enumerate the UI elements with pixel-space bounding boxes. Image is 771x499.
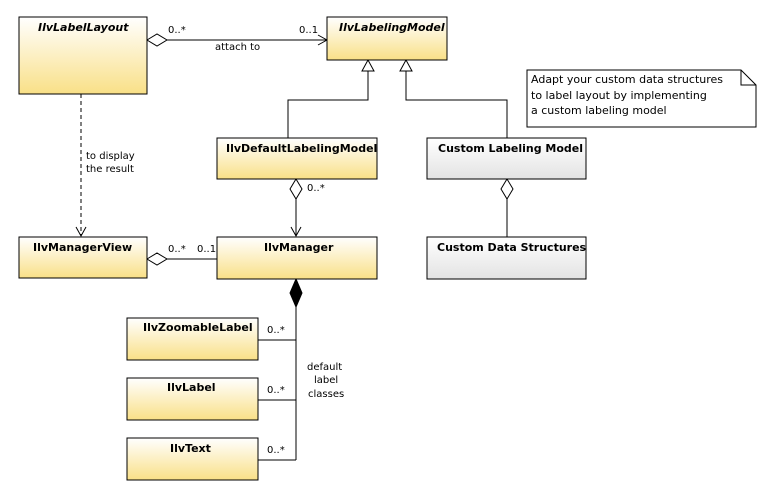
class-name: Custom Data Structures — [437, 241, 587, 254]
edge-layout-attach-model — [146, 33, 329, 47]
composition-diamond-icon — [289, 277, 303, 309]
multiplicity-layout-src: 0..* — [168, 25, 186, 36]
multiplicity-view-dst: 0..1 — [197, 244, 216, 255]
edge-default-model-generalization — [287, 58, 375, 138]
edge-label-classes: classes — [308, 389, 344, 400]
aggregation-diamond-icon — [146, 33, 168, 47]
edge-label-to-display: to display — [86, 151, 135, 162]
multiplicity-view-src: 0..* — [168, 244, 186, 255]
class-ilv-labeling-model[interactable]: IlvLabelingModel — [326, 16, 448, 61]
class-ilv-zoomable-label[interactable]: IlvZoomableLabel — [126, 317, 259, 361]
note: Adapt your custom data structures to lab… — [526, 69, 757, 128]
arrowhead-icon — [75, 226, 87, 238]
edge-layout-display-view — [75, 94, 87, 238]
multiplicity-label: 0..* — [267, 385, 285, 396]
class-name: IlvDefaultLabelingModel — [226, 142, 377, 155]
edge-manager-label-classes — [258, 277, 303, 461]
edge-default-model-manager — [289, 178, 303, 238]
class-ilv-label-layout[interactable]: IlvLabelLayout — [18, 16, 148, 95]
multiplicity-default-manager: 0..* — [307, 183, 325, 194]
class-name: IlvZoomableLabel — [143, 321, 253, 334]
note-fold-icon — [740, 70, 756, 86]
class-name: IlvText — [170, 442, 211, 455]
note-line-2: to label layout by implementing — [531, 89, 707, 102]
edge-label-the-result: the result — [86, 164, 134, 175]
aggregation-diamond-icon — [500, 178, 514, 200]
note-line-1: Adapt your custom data structures — [531, 73, 723, 86]
aggregation-diamond-icon — [289, 178, 303, 200]
arrowhead-icon — [290, 226, 302, 238]
class-name: IlvLabelLayout — [38, 21, 129, 34]
class-ilv-manager-view[interactable]: IlvManagerView — [18, 236, 148, 279]
class-ilv-label[interactable]: IlvLabel — [126, 377, 259, 421]
class-ilv-manager[interactable]: IlvManager — [216, 236, 378, 280]
edge-label-label: label — [314, 375, 338, 386]
edge-custom-model-data — [500, 178, 514, 237]
edge-custom-model-generalization — [399, 58, 508, 138]
multiplicity-text: 0..* — [267, 445, 285, 456]
class-ilv-default-labeling-model[interactable]: IlvDefaultLabelingModel — [216, 137, 378, 180]
class-name: IlvLabelingModel — [339, 21, 445, 34]
aggregation-diamond-icon — [146, 252, 168, 266]
multiplicity-zoomable: 0..* — [267, 325, 285, 336]
class-name: IlvManager — [264, 241, 334, 254]
class-custom-data-structures[interactable]: Custom Data Structures — [426, 236, 587, 280]
inheritance-triangle-icon — [361, 58, 375, 72]
edge-label-default: default — [307, 362, 342, 373]
edge-label-attach-to: attach to — [215, 42, 260, 53]
class-name: IlvLabel — [167, 381, 216, 394]
edge-view-manager — [146, 252, 217, 266]
class-name: IlvManagerView — [33, 241, 132, 254]
multiplicity-layout-dst: 0..1 — [299, 25, 318, 36]
class-custom-labeling-model[interactable]: Custom Labeling Model — [426, 137, 587, 180]
class-ilv-text[interactable]: IlvText — [126, 437, 259, 481]
note-line-3: a custom labeling model — [531, 104, 667, 117]
inheritance-triangle-icon — [399, 58, 413, 72]
class-name: Custom Labeling Model — [438, 142, 583, 155]
